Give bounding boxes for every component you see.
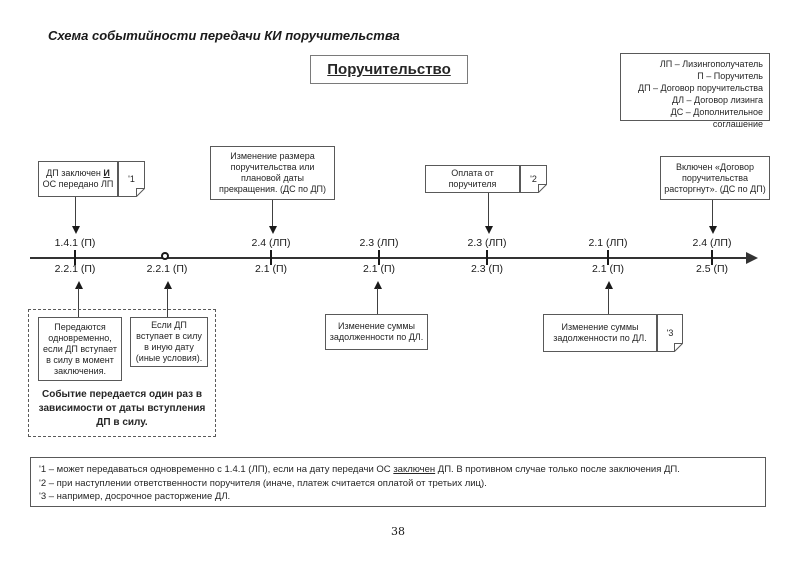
- timeline-label-below: 2.2.1 (П): [146, 263, 188, 275]
- note-label: '3: [666, 328, 674, 338]
- event-box-debt-change-left-label: Изменение суммы задолженности по ДЛ.: [329, 321, 424, 342]
- event-box-payment: Оплата от поручителя: [425, 165, 520, 193]
- timeline-tick: [486, 250, 488, 265]
- note-label: '1: [128, 174, 135, 184]
- timeline-label-below: 2.1 (П): [254, 263, 288, 275]
- arrow-up-icon: [164, 281, 172, 289]
- footnote-1-text: '1 – может передаваться одновременно с 1…: [39, 464, 394, 475]
- dp-concluded-emphasis: И: [103, 168, 110, 178]
- timeline-label-above: 2.4 (ЛП): [692, 237, 732, 249]
- timeline-label-above: 2.3 (ЛП): [359, 237, 399, 249]
- timeline-label-below: 2.2.1 (П): [54, 263, 96, 275]
- legend-item: ДП – Договор поручительства: [637, 83, 763, 93]
- page-title: Схема событийности передачи КИ поручител…: [48, 28, 400, 43]
- connector-line: [608, 288, 609, 314]
- note-icon: '1: [118, 161, 145, 197]
- event-box-debt-change-right-label: Изменение суммы задолженности по ДЛ.: [553, 322, 647, 343]
- group-caption: Событие передается один раз в зависимост…: [38, 389, 206, 428]
- timeline-tick: [74, 250, 76, 265]
- legend-item: ДС – Дополнительное соглашение: [670, 107, 763, 129]
- condition-box-other-date: Если ДП вступает в силу в иную дату (ины…: [130, 317, 208, 367]
- timeline-tick: [607, 250, 609, 265]
- condition-box-simultaneous: Передаются одновременно, если ДП вступае…: [38, 317, 122, 381]
- arrow-up-icon: [605, 281, 613, 289]
- event-box-terminated: Включен «Договор поручительства расторгн…: [660, 156, 770, 200]
- connector-line: [272, 200, 273, 226]
- event-box-debt-change-right: Изменение суммы задолженности по ДЛ.: [543, 314, 657, 352]
- event-box-size-change-label: Изменение размера поручительства или пла…: [218, 151, 327, 194]
- legend-item: ДЛ – Договор лизинга: [672, 95, 763, 105]
- footnote-1-underlined: заключен: [393, 464, 436, 475]
- surety-header-box: Поручительство: [310, 55, 468, 84]
- event-box-payment-label: Оплата от поручителя: [448, 168, 497, 189]
- connector-line: [377, 288, 378, 314]
- connector-line: [167, 288, 168, 317]
- footnote-1-text: ДП. В противном случае только после закл…: [435, 464, 680, 475]
- page-number: 38: [391, 525, 405, 538]
- timeline-label-above: 2.4 (ЛП): [251, 237, 291, 249]
- event-box-dp-concluded-line2: ОС передано ЛП: [42, 179, 114, 189]
- footnote-line-1: '1 – может передаваться одновременно с 1…: [39, 463, 757, 477]
- timeline-label-below: 2.5 (П): [695, 263, 729, 275]
- connector-line: [78, 288, 79, 317]
- arrow-up-icon: [374, 281, 382, 289]
- timeline-label-above: 1.4.1 (П): [54, 237, 96, 249]
- timeline-tick: [378, 250, 380, 265]
- event-box-dp-concluded: ДП заключен И ОС передано ЛП: [38, 161, 118, 197]
- note-label: '2: [530, 174, 537, 184]
- event-box-dp-concluded-line1: ДП заключен И: [42, 168, 114, 179]
- arrow-down-icon: [72, 226, 80, 234]
- timeline-label-below: 2.1 (П): [591, 263, 625, 275]
- condition-box-other-date-label: Если ДП вступает в силу в иную дату (ины…: [135, 320, 203, 363]
- timeline-tick: [270, 250, 272, 265]
- note-icon: '2: [520, 165, 547, 193]
- arrow-down-icon: [269, 226, 277, 234]
- arrow-up-icon: [75, 281, 83, 289]
- footnote-line-2: '2 – при наступлении ответственности пор…: [39, 477, 487, 489]
- connector-line: [488, 193, 489, 226]
- event-box-debt-change-left: Изменение суммы задолженности по ДЛ.: [325, 314, 428, 350]
- connector-line: [712, 200, 713, 226]
- arrow-down-icon: [709, 226, 717, 234]
- timeline-label-above: 2.1 (ЛП): [588, 237, 628, 249]
- condition-box-simultaneous-label: Передаются одновременно, если ДП вступае…: [43, 321, 117, 376]
- connector-line: [75, 197, 76, 226]
- timeline-circle-marker: [161, 252, 169, 260]
- dp-concluded-text: ДП заключен: [46, 168, 104, 178]
- dp-effective-date-group: [28, 309, 216, 437]
- note-icon: '3: [657, 314, 683, 352]
- footnote-line-3: '3 – например, досрочное расторжение ДЛ.: [39, 491, 231, 502]
- timeline-label-below: 2.3 (П): [470, 263, 504, 275]
- event-box-size-change: Изменение размера поручительства или пла…: [210, 146, 335, 200]
- footnotes-box: '1 – может передаваться одновременно с 1…: [30, 457, 766, 507]
- surety-header-label: Поручительство: [327, 61, 451, 78]
- timeline-arrowhead-icon: [746, 252, 758, 264]
- legend-item: П – Поручитель: [697, 71, 763, 81]
- legend-box: ЛП – Лизингополучатель П – Поручитель ДП…: [620, 53, 770, 129]
- arrow-down-icon: [485, 226, 493, 234]
- timeline-label-below: 2.1 (П): [362, 263, 396, 275]
- legend-item: ЛП – Лизингополучатель: [659, 59, 763, 69]
- timeline-line: [30, 257, 748, 259]
- timeline-label-above: 2.3 (ЛП): [467, 237, 507, 249]
- event-box-terminated-label: Включен «Договор поручительства расторгн…: [664, 161, 766, 194]
- timeline-tick: [711, 250, 713, 265]
